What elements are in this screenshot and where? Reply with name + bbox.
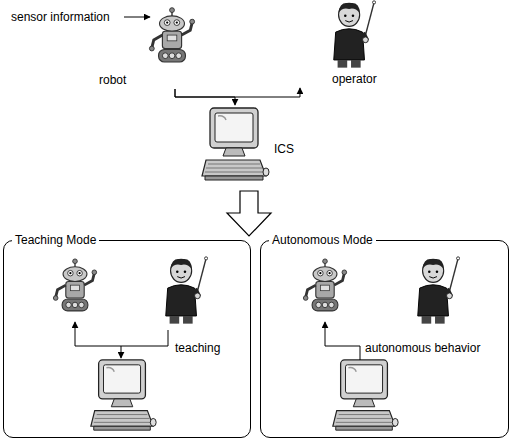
- robot-icon: [53, 259, 96, 311]
- mode-label: teaching: [174, 341, 221, 355]
- operator-icon: [166, 257, 208, 324]
- sensor-arrow: [124, 17, 150, 18]
- connector: [175, 89, 235, 105]
- mode-panel: Autonomous Mode: [260, 240, 509, 438]
- operator-icon: [418, 257, 460, 324]
- operator-node: operator: [290, 0, 385, 88]
- operator-icon: [334, 1, 376, 68]
- computer-icon: [202, 108, 269, 180]
- ics-node: ICS: [200, 105, 300, 187]
- ics-label: ICS: [274, 142, 294, 156]
- input-label: sensor information: [10, 10, 111, 24]
- robot-icon: [303, 259, 346, 311]
- teaching-wire: [121, 346, 122, 358]
- robot-label: robot: [99, 73, 126, 87]
- autonomous-wire: [325, 322, 360, 360]
- mode-panel: Teaching Mode: [3, 240, 251, 438]
- connector: [175, 88, 300, 97]
- robot-icon: [149, 8, 194, 62]
- transition-arrow: [227, 191, 271, 236]
- computer-icon: [333, 360, 398, 430]
- mode-heading: Autonomous Mode: [269, 233, 376, 247]
- teaching-wire: [75, 322, 168, 346]
- operator-label: operator: [332, 72, 377, 86]
- mode-label: autonomous behavior: [364, 341, 481, 355]
- computer-icon: [91, 360, 156, 430]
- mode-heading: Teaching Mode: [12, 233, 99, 247]
